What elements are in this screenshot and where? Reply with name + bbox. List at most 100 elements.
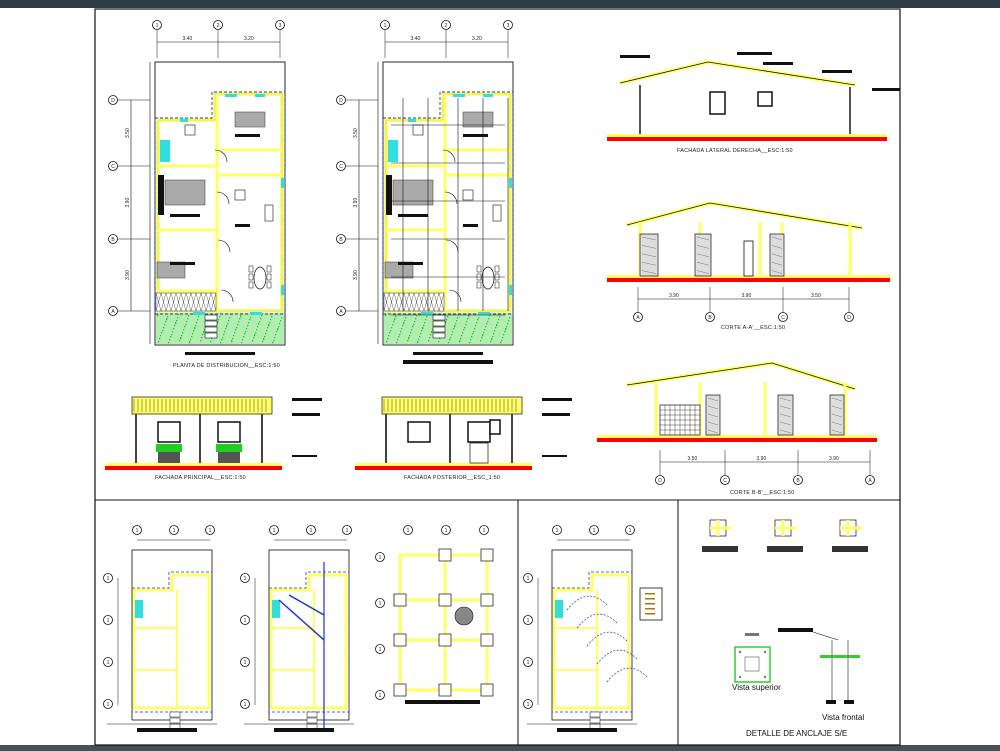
grid-bubble	[844, 312, 854, 322]
ground-fill	[105, 463, 282, 466]
grass-dot	[385, 315, 387, 317]
grass-dot	[225, 328, 227, 330]
annotation	[620, 55, 650, 58]
grass-dot	[462, 332, 464, 334]
grass-dot	[232, 338, 234, 340]
grass-dot	[261, 315, 263, 317]
ground-line	[597, 438, 877, 442]
sheet-border	[94, 8, 901, 746]
wood-grain	[779, 397, 792, 402]
grid-bubble	[523, 657, 533, 667]
grass-dot	[448, 342, 450, 344]
grass-dot	[238, 321, 240, 323]
grid-bubble	[503, 20, 513, 30]
top-view-label: Vista superior	[732, 683, 781, 692]
hatch	[175, 292, 182, 312]
grid-label: 1	[346, 528, 349, 534]
grass-dot	[193, 330, 195, 332]
door-swing	[442, 149, 456, 163]
leader-line	[812, 631, 839, 641]
front-facade-title: FACHADA PRINCIPAL__ESC:1:50	[155, 475, 246, 481]
grass-dot	[430, 334, 432, 336]
grass-dot	[277, 328, 279, 330]
window	[478, 312, 490, 315]
grass-dot	[254, 335, 256, 337]
wardrobe	[386, 175, 392, 215]
wood-grain	[831, 397, 843, 402]
grid-bubble	[441, 525, 451, 535]
grass-dot	[161, 332, 163, 334]
grid-label: B	[796, 478, 800, 484]
grass-dot	[166, 319, 168, 321]
stair-step	[306, 717, 318, 724]
roof	[619, 59, 856, 87]
grass-dot	[189, 342, 191, 344]
grass-dot	[463, 329, 465, 331]
grass-dot	[264, 336, 266, 338]
roof	[626, 360, 856, 391]
grass-dot	[267, 327, 269, 329]
stair-step	[169, 717, 181, 724]
grass-dot	[219, 316, 221, 318]
grass-dot	[486, 323, 488, 325]
grid-label: 1	[407, 528, 410, 534]
grass-dot	[425, 319, 427, 321]
plan-title-bar	[403, 360, 493, 364]
grass-dot	[275, 334, 277, 336]
wood-grain	[831, 421, 843, 426]
grass-dot	[468, 316, 470, 318]
grass-dot	[175, 323, 177, 325]
ground-line	[607, 278, 890, 282]
wood-grain	[696, 270, 710, 274]
grass-dot	[196, 322, 198, 324]
grass-dot	[255, 332, 257, 334]
room-label	[235, 134, 260, 137]
grass-dot	[217, 322, 219, 324]
annotation	[822, 70, 852, 73]
garden-area	[156, 313, 284, 344]
stair-step	[204, 326, 218, 333]
electrical-circuit	[566, 595, 608, 611]
grass-dot	[217, 321, 219, 323]
grass-dot	[500, 342, 502, 344]
grass-dot	[271, 316, 273, 318]
grass-dot	[406, 314, 408, 316]
hatch	[170, 292, 177, 312]
chair	[494, 265, 500, 273]
grass-dot	[159, 338, 161, 340]
stair-step	[204, 314, 218, 321]
grid-label: 1	[107, 618, 110, 624]
footing	[480, 633, 494, 647]
grass-dot	[398, 336, 400, 338]
planter-plants	[156, 444, 182, 452]
grid-bubble	[375, 598, 385, 608]
window	[217, 421, 241, 443]
grass-dot	[394, 318, 396, 320]
electrical-circuit	[606, 667, 648, 683]
hatch	[165, 292, 172, 312]
dimension-label: 3.90	[125, 198, 131, 208]
grass-dot	[419, 336, 421, 338]
bed	[462, 111, 494, 128]
annotation	[542, 455, 567, 457]
hatch	[403, 292, 410, 312]
wood-grain	[707, 413, 719, 418]
grass-dot	[506, 326, 508, 328]
hatch	[155, 292, 162, 312]
grass-dot	[386, 341, 388, 343]
grid-bubble	[336, 95, 346, 105]
grid-label: C	[339, 164, 343, 170]
wood-grain	[831, 429, 843, 434]
grass-dot	[181, 335, 183, 337]
chair	[266, 281, 272, 289]
grass-dot	[241, 342, 243, 344]
grid-label: A	[111, 309, 115, 315]
grid-label: 1	[445, 528, 448, 534]
grid-bubble	[523, 615, 533, 625]
grid-label: 2	[217, 23, 220, 29]
grass-dot	[474, 328, 476, 330]
dimension-label: 3.40	[183, 36, 193, 42]
chair	[248, 273, 254, 281]
section-bb-title: CORTE B-B'__ESC:1:50	[730, 490, 795, 496]
